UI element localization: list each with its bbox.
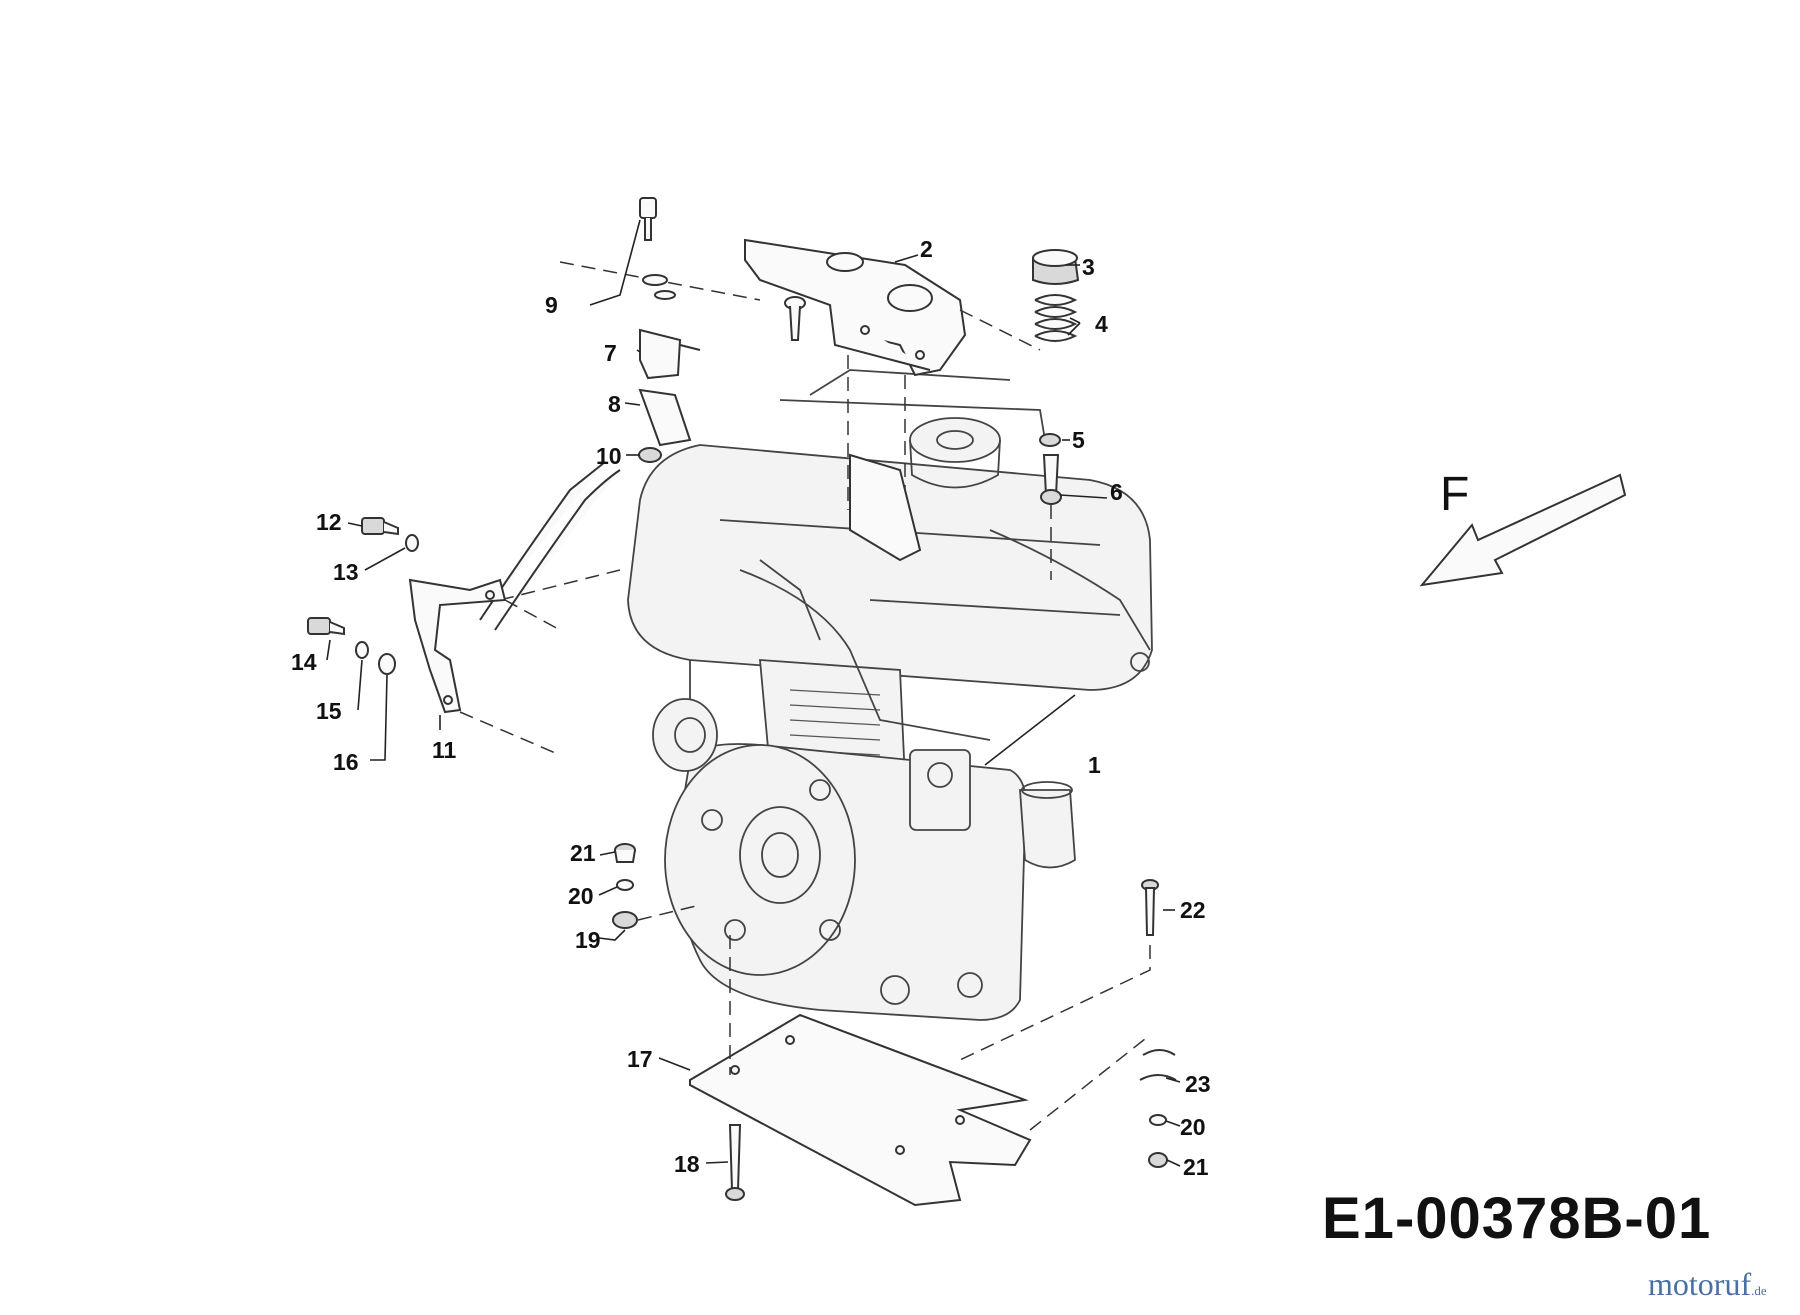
base-plate-part-17	[689, 935, 1151, 1207]
callout-9: 9	[545, 292, 558, 318]
diagram-code-label: E1-00378B-01	[1322, 1186, 1712, 1251]
callout-11: 11	[432, 737, 457, 763]
callout-18: 18	[674, 1151, 700, 1177]
callout-5: 5	[1072, 427, 1085, 453]
nut-part-10	[638, 447, 662, 463]
bolt-part-9	[559, 197, 761, 301]
washer-part-20	[616, 879, 634, 891]
watermark-tld: .de	[1751, 1283, 1767, 1298]
callout-3: 3	[1082, 254, 1095, 280]
bolt-part-18	[725, 1124, 745, 1201]
callout-20: 20	[568, 883, 594, 909]
washer-part-16	[378, 653, 396, 675]
top-bracket-part-2	[744, 238, 967, 562]
callout-4: 4	[1095, 311, 1108, 337]
bushing-part-23	[1139, 1049, 1177, 1081]
spacer-part-19	[612, 904, 701, 929]
watermark-logo: motoruf.de	[1648, 1266, 1767, 1303]
bolt-part-12	[361, 517, 399, 536]
plate-part-8	[638, 388, 692, 447]
bolt-part-22	[1141, 879, 1159, 936]
spring-part-4	[959, 294, 1078, 351]
callout-6: 6	[1110, 479, 1123, 505]
washer-part-13	[405, 534, 419, 552]
callout-19: 19	[575, 927, 601, 953]
callout-labels: 1 2 3 4 5 6 7 8 9 10 11 12 13 14 15 16 1…	[291, 236, 1211, 1180]
watermark-brand: motoruf	[1648, 1266, 1752, 1302]
callout-23: 23	[1185, 1071, 1211, 1097]
callout-17: 17	[627, 1046, 653, 1072]
callout-20-lower: 20	[1180, 1114, 1206, 1140]
callout-12: 12	[316, 509, 342, 535]
callout-15: 15	[316, 698, 342, 724]
callout-7: 7	[604, 340, 617, 366]
bolt-near-top-bracket	[784, 296, 806, 341]
leader-lines	[326, 219, 1181, 1167]
callout-16: 16	[333, 749, 359, 775]
callout-14: 14	[291, 649, 317, 675]
callout-21-lower: 21	[1183, 1154, 1209, 1180]
callout-1: 1	[1088, 752, 1101, 778]
nut-part-21-lower	[1148, 1152, 1168, 1168]
washer-part-15	[355, 641, 369, 659]
callout-21: 21	[570, 840, 596, 866]
engine-assembly	[627, 369, 1153, 1021]
forward-direction-arrow: F	[1419, 468, 1627, 587]
hose	[479, 461, 621, 631]
bracket-part-11	[408, 578, 561, 756]
callout-10: 10	[596, 443, 622, 469]
callout-2: 2	[920, 236, 933, 262]
rubber-mount-part-3	[1032, 249, 1080, 285]
washer-part-5	[1039, 433, 1061, 447]
callout-13: 13	[333, 559, 359, 585]
callout-8: 8	[608, 391, 621, 417]
bolt-part-6	[1040, 454, 1062, 580]
direction-label: F	[1440, 468, 1469, 521]
washer-part-20-lower	[1149, 1114, 1167, 1126]
callout-22: 22	[1180, 897, 1206, 923]
bolt-part-14	[307, 617, 345, 636]
clip-part-7	[639, 328, 701, 380]
nut-part-21	[614, 843, 636, 863]
